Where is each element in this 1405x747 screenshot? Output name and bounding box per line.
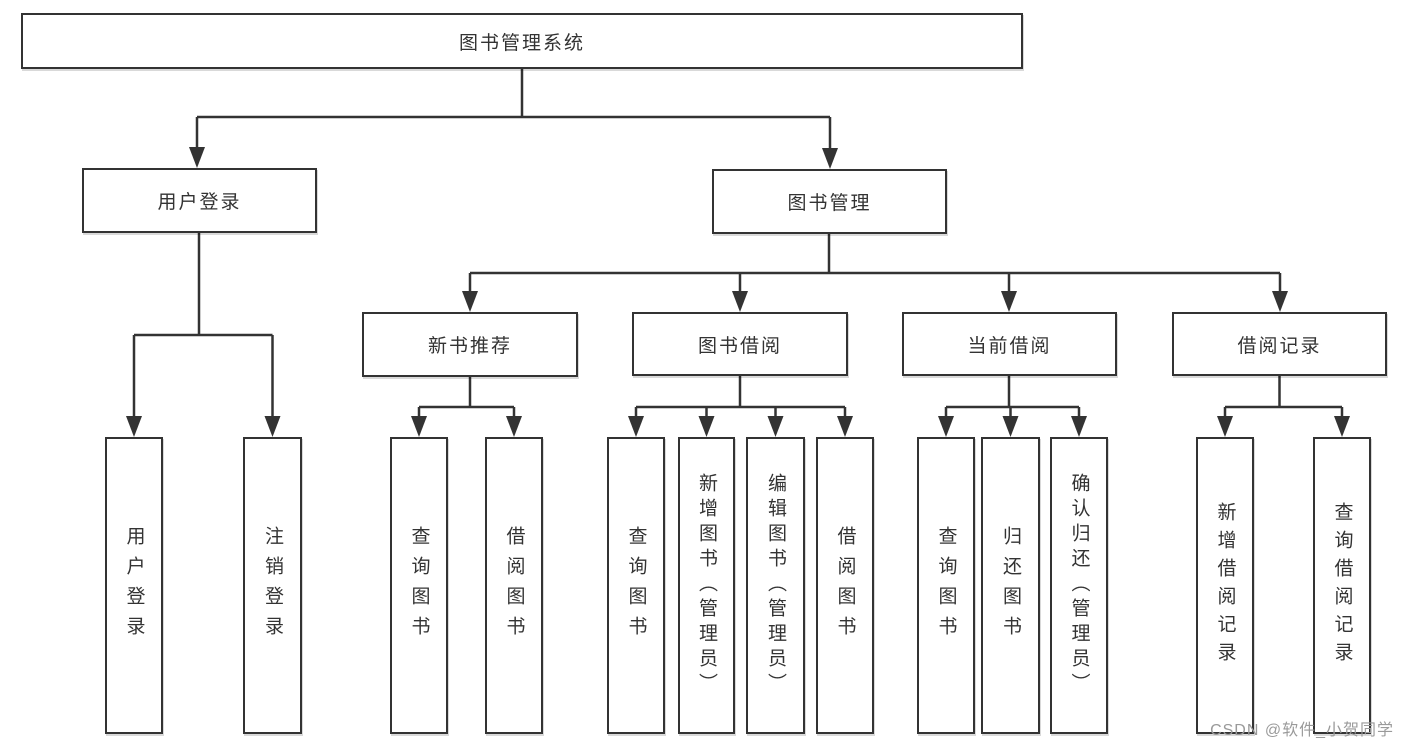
leaf-query-borrow-record: 查询借阅记录 [1313, 437, 1371, 734]
leaf-return-books: 归还图书 [981, 437, 1040, 734]
node-book-borrow: 图书借阅 [632, 312, 848, 376]
node-borrow-records: 借阅记录 [1172, 312, 1387, 376]
leaf-logout: 注销登录 [243, 437, 302, 734]
node-system-root: 图书管理系统 [21, 13, 1023, 69]
leaf-borrow-books-recommend: 借阅图书 [485, 437, 543, 734]
leaf-query-books-recommend: 查询图书 [390, 437, 448, 734]
leaf-edit-books-admin: 编辑图书（管理员） [746, 437, 805, 734]
node-user-login: 用户登录 [82, 168, 317, 233]
leaf-query-books-borrow: 查询图书 [607, 437, 665, 734]
node-book-management: 图书管理 [712, 169, 947, 234]
node-current-borrow: 当前借阅 [902, 312, 1117, 376]
leaf-confirm-return-admin: 确认归还（管理员） [1050, 437, 1108, 734]
node-new-book-recommend: 新书推荐 [362, 312, 578, 377]
watermark: CSDN @软件_小贺同学 [1210, 722, 1394, 739]
leaf-borrow-books: 借阅图书 [816, 437, 874, 734]
leaf-add-books-admin: 新增图书（管理员） [678, 437, 735, 734]
leaf-user-login: 用户登录 [105, 437, 163, 734]
leaf-query-books-current: 查询图书 [917, 437, 975, 734]
leaf-add-borrow-record: 新增借阅记录 [1196, 437, 1254, 734]
